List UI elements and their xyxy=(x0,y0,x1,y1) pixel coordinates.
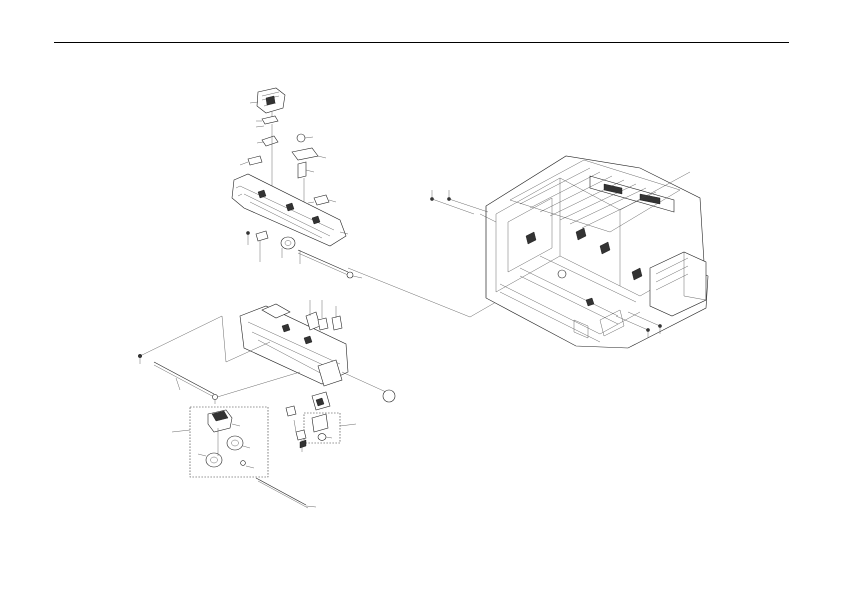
lower-small-parts xyxy=(246,230,301,264)
knob-part xyxy=(291,133,327,179)
header-rule xyxy=(54,42,789,43)
clip-part xyxy=(239,155,263,166)
pickup-roller-group xyxy=(171,406,269,478)
bracket-part xyxy=(255,112,279,128)
top-cover-part xyxy=(249,87,286,114)
feed-frame-assembly xyxy=(137,300,396,404)
side-plate-part xyxy=(307,194,337,206)
frame-screws-left xyxy=(430,190,489,215)
plate-part xyxy=(256,135,279,147)
upper-main-frame xyxy=(231,173,349,247)
lower-shaft-part xyxy=(255,477,317,509)
frame-screws-right xyxy=(615,311,662,338)
main-frame-assembly xyxy=(430,155,709,349)
feed-shaft-part xyxy=(137,354,218,404)
upper-shaft-part xyxy=(297,249,363,279)
clutch-group xyxy=(285,391,357,452)
upper-frame-assembly xyxy=(231,87,511,318)
